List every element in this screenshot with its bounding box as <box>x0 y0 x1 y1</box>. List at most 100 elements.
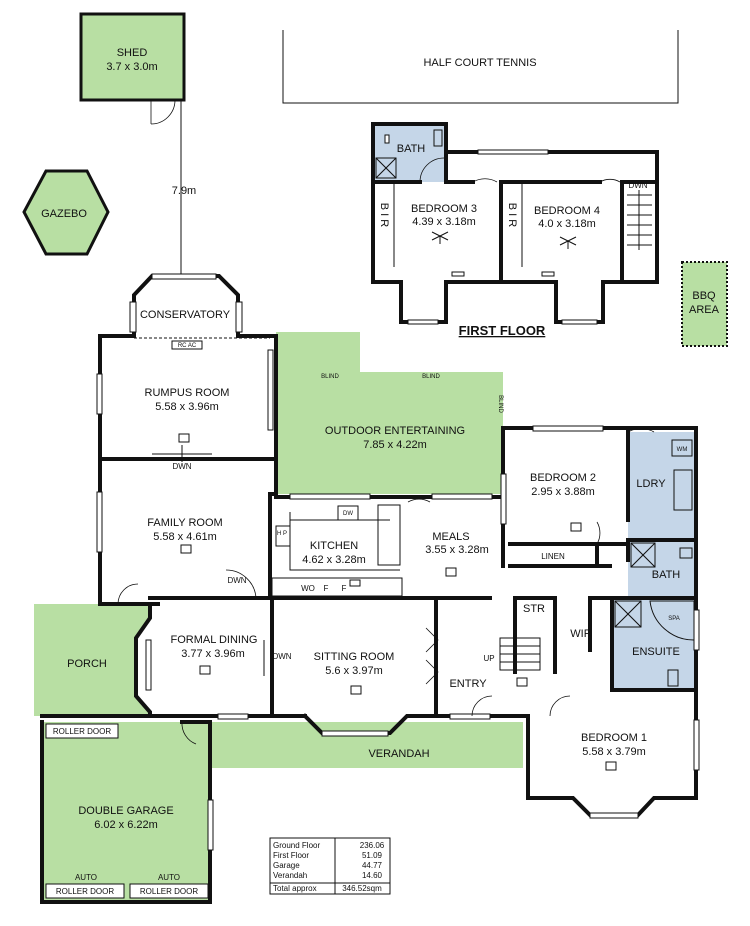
family-dwn-label: DWN <box>227 576 246 585</box>
verandah-area <box>210 722 523 768</box>
ff-bir3-label: B I R <box>378 203 390 228</box>
bath-area <box>628 540 696 596</box>
vent-icon <box>541 271 555 277</box>
area-row-value: 51.09 <box>362 851 383 860</box>
f-label-1: F <box>324 584 329 593</box>
garage-label: DOUBLE GARAGE <box>78 805 173 817</box>
blind-label-2: BLIND <box>422 374 440 380</box>
gazebo-label: GAZEBO <box>41 208 87 220</box>
shed-area <box>79 12 186 102</box>
family-dims: 5.58 x 4.61m <box>153 531 217 543</box>
entry-label: ENTRY <box>449 678 487 690</box>
ceiling-fan-icon <box>431 231 577 249</box>
bedroom4-dims: 4.0 x 3.18m <box>538 218 595 230</box>
blind-label-1: BLIND <box>321 374 339 380</box>
bbq-area: BBQ AREA <box>681 261 728 347</box>
first-floor-title: FIRST FLOOR <box>459 323 546 338</box>
linen-label: LINEN <box>541 552 565 561</box>
vent-icon <box>451 271 465 277</box>
gazebo-area <box>22 169 110 256</box>
bedroom2-label: BEDROOM 2 <box>530 472 596 484</box>
shed: SHED 3.7 x 3.0m 7.9m <box>79 12 196 274</box>
bedroom4-label: BEDROOM 4 <box>534 205 600 217</box>
shed-dims: 3.7 x 3.0m <box>106 61 157 73</box>
garage-area <box>42 722 210 902</box>
spa-label: SPA <box>668 616 680 622</box>
first-floor: DWN BATH B I R B I R BEDROOM 3 4.39 x 3.… <box>371 122 659 338</box>
formal-label: FORMAL DINING <box>171 634 258 646</box>
gazebo: GAZEBO <box>22 169 110 256</box>
rcac-label: RC AC <box>178 343 197 349</box>
area-row-value: 14.60 <box>362 871 383 880</box>
auto-label-1: AUTO <box>75 873 97 882</box>
tennis-label: HALF COURT TENNIS <box>423 57 536 69</box>
area-row-label: Verandah <box>273 871 307 880</box>
dw-label: DW <box>343 511 353 517</box>
sitting-label: SITTING ROOM <box>314 651 395 663</box>
kitchen-dims: 4.62 x 3.28m <box>302 554 366 566</box>
kitchen-label: KITCHEN <box>310 540 358 552</box>
outdoor-dims: 7.85 x 4.22m <box>363 439 427 451</box>
vent-icon <box>178 433 617 771</box>
rumpus-label: RUMPUS ROOM <box>145 387 230 399</box>
wir-label: WIR <box>570 628 591 640</box>
str-label: STR <box>523 603 545 615</box>
area-row-value: 44.77 <box>362 861 383 870</box>
bedroom1-label: BEDROOM 1 <box>581 732 647 744</box>
wm-label: WM <box>677 447 688 453</box>
wo-label: WO <box>301 584 315 593</box>
bath-label: BATH <box>652 569 681 581</box>
area-row-label: Ground Floor <box>273 841 320 850</box>
bedroom3-dims: 4.39 x 3.18m <box>412 216 476 228</box>
area-row-value: 346.52sqm <box>342 884 382 893</box>
tennis-court: HALF COURT TENNIS <box>282 30 679 104</box>
roller-door-label-3: ROLLER DOOR <box>140 887 198 896</box>
ff-bir4-label: B I R <box>506 203 518 228</box>
porch-area <box>34 604 150 716</box>
area-row-value: 236.06 <box>360 841 385 850</box>
outdoor-area <box>276 332 503 494</box>
laundry-area <box>628 432 696 540</box>
ldry-label: LDRY <box>636 478 666 490</box>
ff-bath-label: BATH <box>397 143 426 155</box>
area-row-label: Garage <box>273 861 300 870</box>
formal-dwn-label: DWN <box>272 652 291 661</box>
bbq-label-2: AREA <box>689 304 720 316</box>
roller-door-label-2: ROLLER DOOR <box>56 887 114 896</box>
rumpus-dims: 5.58 x 3.96m <box>155 401 219 413</box>
up-label: UP <box>483 654 494 663</box>
bbq-label-1: BBQ <box>692 290 716 302</box>
ensuite-area <box>612 598 696 690</box>
garage-dims: 6.02 x 6.22m <box>94 819 158 831</box>
conservatory-label: CONSERVATORY <box>140 309 231 321</box>
bedroom1-dims: 5.58 x 3.79m <box>582 746 646 758</box>
bedroom3-label: BEDROOM 3 <box>411 203 477 215</box>
f-label-2: F <box>342 584 347 593</box>
bedroom2-dims: 2.95 x 3.88m <box>531 486 595 498</box>
ff-dwn-label: DWN <box>628 181 647 190</box>
shed-label: SHED <box>117 47 148 59</box>
area-table: Ground Floor 236.06 First Floor 51.09 Ga… <box>269 837 391 895</box>
ensuite-label: ENSUITE <box>632 646 680 658</box>
sitting-dims: 5.6 x 3.97m <box>325 665 382 677</box>
formal-dims: 3.77 x 3.96m <box>181 648 245 660</box>
hp-label: H P <box>277 531 287 537</box>
family-label: FAMILY ROOM <box>147 517 222 529</box>
outdoor-label: OUTDOOR ENTERTAINING <box>325 425 465 437</box>
verandah-label: VERANDAH <box>368 748 429 760</box>
ground-fills <box>34 332 696 902</box>
distance-label: 7.9m <box>172 185 196 197</box>
bbq-area-fill <box>681 261 728 347</box>
auto-label-2: AUTO <box>158 873 180 882</box>
rumpus-dwn-label: DWN <box>172 462 191 471</box>
porch-label: PORCH <box>67 658 107 670</box>
blind-label-3: BLIND <box>497 395 503 413</box>
meals-dims: 3.55 x 3.28m <box>425 544 489 556</box>
ground-labels: CONSERVATORY RUMPUS ROOM 5.58 x 3.96m OU… <box>67 309 687 831</box>
roller-door-label-1: ROLLER DOOR <box>53 727 111 736</box>
meals-label: MEALS <box>432 531 469 543</box>
ground-details: RC AC BLIND BLIND BLIND DWN DW H P WO F … <box>45 273 700 899</box>
area-row-label: First Floor <box>273 851 309 860</box>
area-row-label: Total approx <box>273 884 317 893</box>
